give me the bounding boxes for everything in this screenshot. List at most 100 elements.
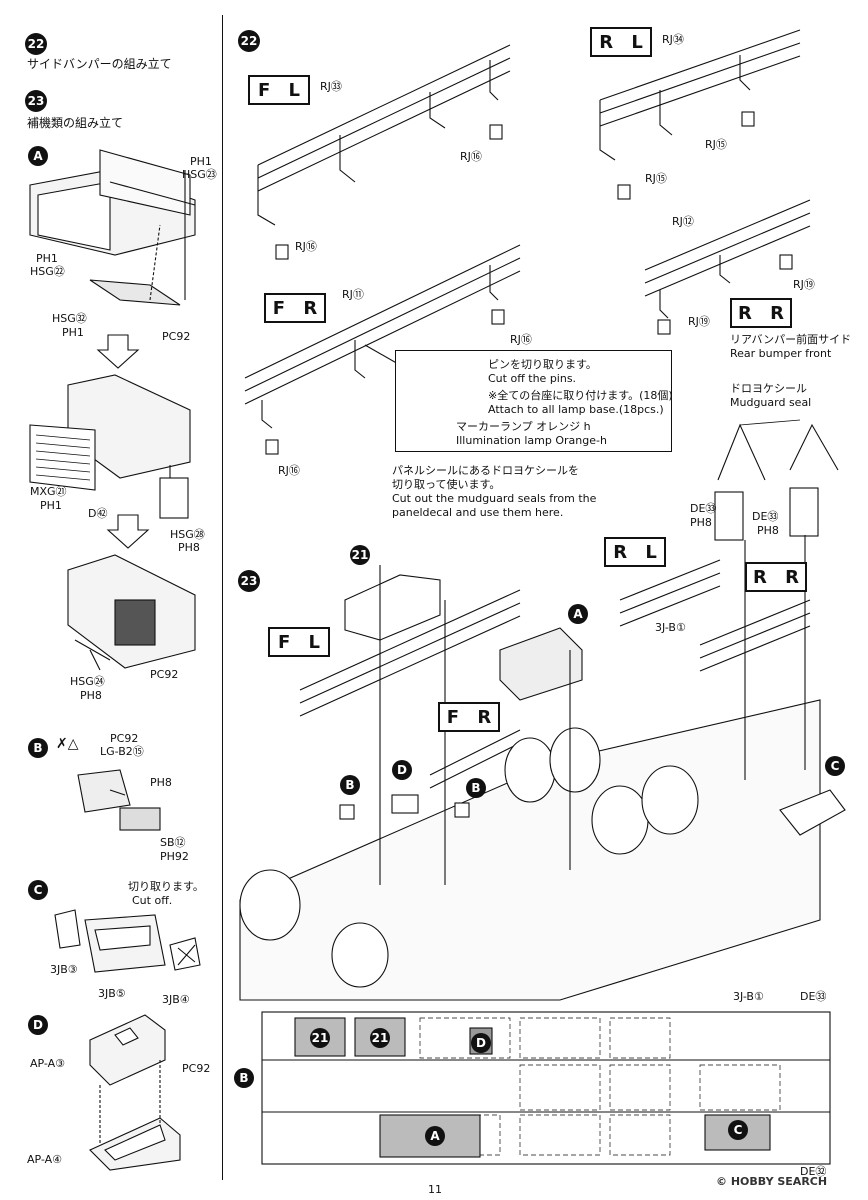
- label-rl-top: R L: [590, 27, 652, 57]
- label-rj75-a: RJ⑮: [705, 138, 727, 151]
- label-de33-c: DE㉝: [800, 990, 827, 1003]
- label-rj76-b: RJ⑯: [295, 240, 317, 253]
- label-ph8-right-b: PH8: [757, 524, 779, 537]
- label-ph1-a: PH1: [190, 155, 212, 168]
- label-3jb1-a: 3J-B①: [655, 621, 686, 634]
- label-apa3: AP-A③: [30, 1057, 66, 1070]
- label-rj83: RJ㉝: [320, 80, 342, 93]
- label-rj76-c: RJ⑯: [510, 333, 532, 346]
- label-3jb5: 3JB⑤: [98, 987, 126, 1000]
- panel-decal-en1: Cut out the mudguard seals from the: [392, 492, 597, 505]
- label-rj84: RJ㉞: [662, 33, 684, 46]
- sub-c-plan: C: [728, 1120, 748, 1140]
- mudguard-en: Mudguard seal: [730, 396, 812, 409]
- cut-off-en: Cut off.: [132, 894, 173, 907]
- step-22-badge-right: 22: [238, 30, 260, 52]
- label-rj76-d: RJ⑯: [278, 464, 300, 477]
- note-cut-pins-jp: ピンを切り取ります。: [488, 358, 597, 371]
- label-ph1-c: PH1: [62, 326, 84, 339]
- rear-bumper-jp: リアバンパー前面サイド: [730, 333, 852, 346]
- label-fr-top: F R: [264, 293, 326, 323]
- column-divider: [222, 15, 223, 1180]
- panel-decal-en2: paneldecal and use them here.: [392, 506, 564, 519]
- sub-b-badge: B: [28, 738, 48, 758]
- sub-b-badge-right-1: B: [340, 775, 360, 795]
- note-lamp-en: Illumination lamp Orange-h: [456, 434, 607, 447]
- label-ph8-right-a: PH8: [690, 516, 712, 529]
- label-hsg28: HSG㉘: [170, 528, 205, 541]
- label-rl-main: R L: [604, 537, 666, 567]
- step-22-badge: 22: [25, 33, 47, 55]
- cut-off-jp: 切り取ります。: [128, 880, 204, 893]
- sub-d-badge: D: [28, 1015, 48, 1035]
- label-ph1-b: PH1: [36, 252, 58, 265]
- sub-b-badge-right-2: B: [466, 778, 486, 798]
- label-apa4: AP-A④: [27, 1153, 63, 1166]
- label-rr-main: R R: [745, 562, 807, 592]
- cut-pins-note: [395, 350, 672, 452]
- copyright-mark: ©: [716, 1175, 727, 1188]
- panel-decal-jp2: 切り取って使います。: [392, 478, 501, 491]
- label-ph8-c: PH8: [150, 776, 172, 789]
- note-lamp-jp: マーカーランプ オレンジ h: [456, 420, 591, 433]
- step-23-badge: 23: [25, 90, 47, 112]
- brand-name: HOBBY SEARCH: [730, 1175, 828, 1188]
- label-rj72: RJ⑫: [672, 215, 694, 228]
- label-rj75-b: RJ⑮: [645, 172, 667, 185]
- panel-decal-jp1: パネルシールにあるドロヨケシールを: [392, 464, 579, 477]
- sub-d-plan: D: [471, 1033, 491, 1053]
- part-21-plan-b: 21: [370, 1028, 390, 1048]
- label-3jb3: 3JB③: [50, 963, 78, 976]
- label-ph92: PH92: [160, 850, 189, 863]
- no-paint-icon: ✗△: [56, 736, 79, 752]
- label-pc92-b: PC92: [150, 668, 179, 681]
- part-21-plan-a: 21: [310, 1028, 330, 1048]
- label-ph1-d: PH1: [40, 499, 62, 512]
- hobby-search-watermark: © HOBBY SEARCH: [716, 1175, 827, 1188]
- label-fl-main: F L: [268, 627, 330, 657]
- label-hsg22: HSG㉒: [30, 265, 65, 278]
- page-number: 11: [428, 1183, 442, 1196]
- label-hsg32: HSG㉜: [52, 312, 87, 325]
- label-de33-b: DE㉝: [752, 510, 779, 523]
- sub-a-plan: A: [425, 1126, 445, 1146]
- label-rj71: RJ⑪: [342, 288, 364, 301]
- label-fr-main: F R: [438, 702, 500, 732]
- label-pc92-d: PC92: [182, 1062, 211, 1075]
- sub-d-badge-right: D: [392, 760, 412, 780]
- note-attach-jp: ※全ての台座に取り付けます。(18個): [488, 389, 673, 402]
- label-3jb1-b: 3J-B①: [733, 990, 764, 1003]
- sub-b-plan: B: [234, 1068, 254, 1088]
- step-23-badge-right: 23: [238, 570, 260, 592]
- rear-bumper-en: Rear bumper front: [730, 347, 832, 360]
- label-fl-top: F L: [248, 75, 310, 105]
- label-de32: DE㉜: [800, 1165, 827, 1178]
- label-lgb2: LG-B2⑮: [100, 745, 144, 758]
- label-hsg23: HSG㉓: [182, 168, 217, 181]
- label-hsg24: HSG㉔: [70, 675, 105, 688]
- label-3jb4: 3JB④: [162, 993, 190, 1006]
- note-attach-en: Attach to all lamp base.(18pcs.): [488, 403, 664, 416]
- sub-c-badge: C: [28, 880, 48, 900]
- step-23-title: 補機類の組み立て: [27, 116, 124, 130]
- sub-a-badge-right: A: [568, 604, 588, 624]
- label-mxg71: MXG㉑: [30, 485, 67, 498]
- step-22-title: サイドバンパーの組み立て: [27, 57, 172, 71]
- mudguard-jp: ドロヨケシール: [730, 382, 807, 395]
- label-pc92-a: PC92: [162, 330, 191, 343]
- label-rj76-a: RJ⑯: [460, 150, 482, 163]
- label-de33-a: DE㉝: [690, 502, 717, 515]
- label-sb12: SB⑫: [160, 836, 186, 849]
- label-ph8-b: PH8: [80, 689, 102, 702]
- part-21-badge: 21: [350, 545, 370, 565]
- label-rj79-b: RJ⑲: [688, 315, 710, 328]
- label-rr-top: R R: [730, 298, 792, 328]
- label-rj79-a: RJ⑲: [793, 278, 815, 291]
- label-d42: D㊷: [88, 507, 108, 520]
- sub-a-badge: A: [28, 146, 48, 166]
- label-pc92-c: PC92: [110, 732, 139, 745]
- label-ph8-a: PH8: [178, 541, 200, 554]
- left-drawings: [29, 149, 201, 1171]
- note-cut-pins-en: Cut off the pins.: [488, 372, 577, 385]
